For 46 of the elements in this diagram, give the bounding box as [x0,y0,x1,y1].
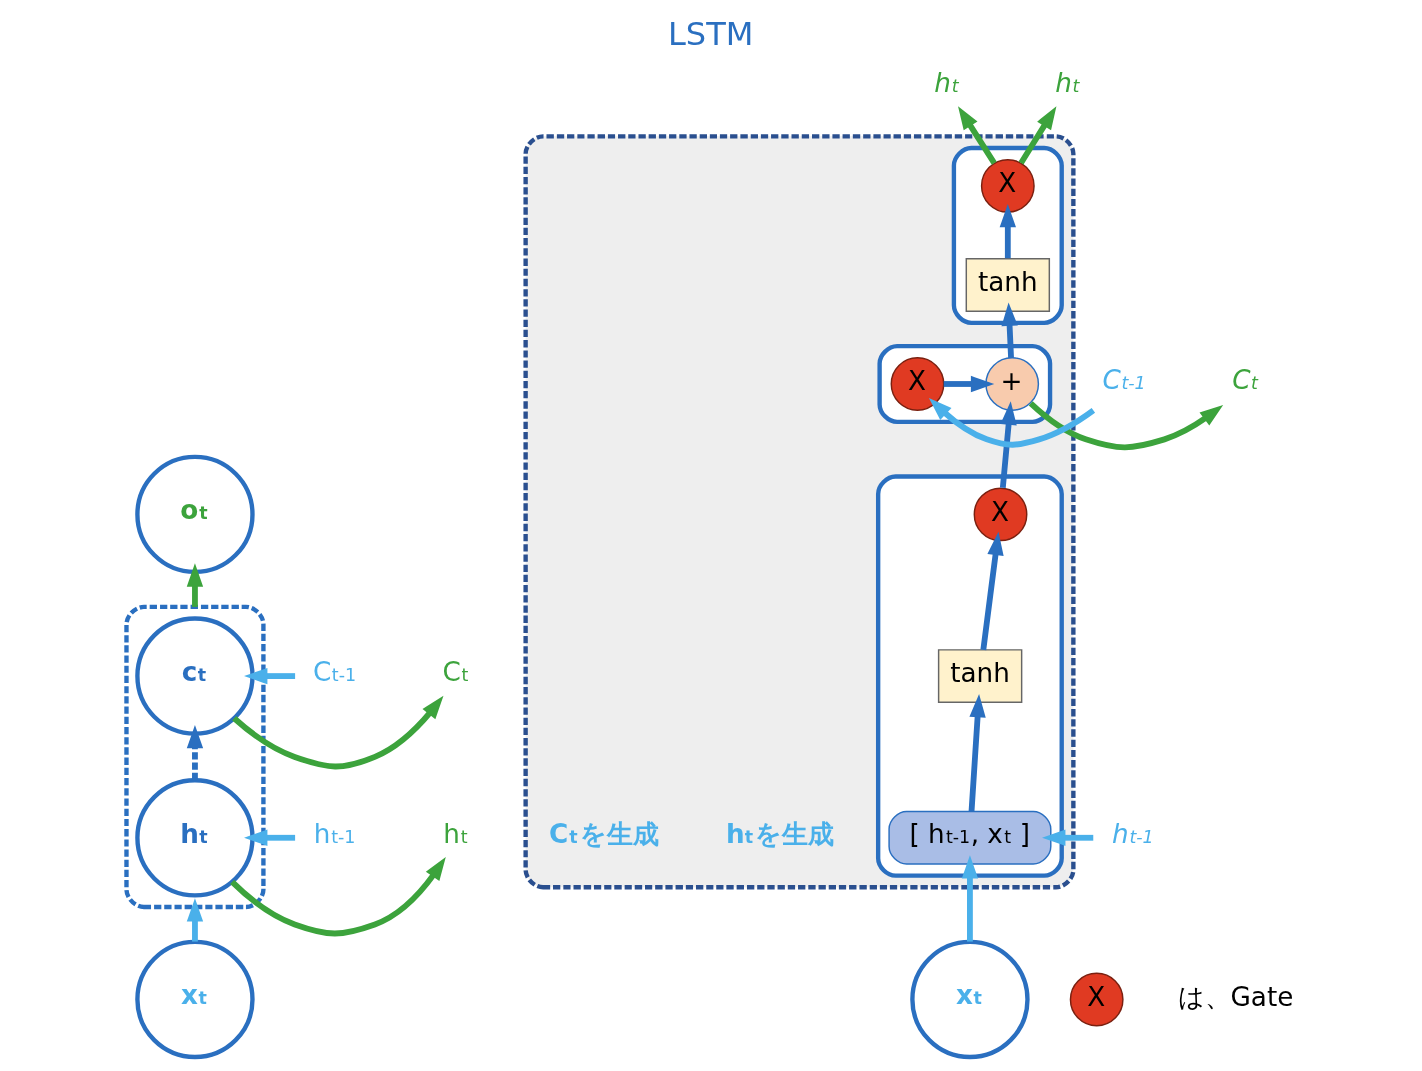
arrow [928,397,1096,448]
node-text: Ct-1 [1102,364,1146,395]
node-circle: X [973,487,1028,542]
node-circle: xt [135,939,255,1060]
node-label: は、Gate [1177,981,1294,1012]
node-circle: xt [910,939,1030,1060]
node-text: Ct [442,657,469,688]
arrow [244,829,296,846]
node-text: Ct-1 [312,657,357,688]
arrow [999,203,1016,259]
arrow [968,693,986,812]
arrow [186,563,204,607]
node-text: ht [1055,67,1080,98]
node-box: tanh [937,649,1023,704]
arrow [186,724,204,780]
node-text: Ct [1232,364,1258,395]
node-circle: + [985,357,1040,411]
arrow [980,531,1004,651]
node-circle: X [890,357,945,411]
node-text: ht-1 [1111,818,1154,849]
node-text: ht [443,818,468,849]
node-circle: ct [135,616,255,736]
cluster [523,134,1076,890]
label: htを生成 [725,818,835,849]
arrow [1018,106,1057,165]
arrow [244,667,296,685]
arrow [232,695,444,770]
arrow [961,855,979,942]
arrow [186,898,204,942]
arrow [230,856,446,937]
node-circle: X [980,158,1035,213]
node-box: [ ht-1, xt ] [888,810,1052,865]
arrow [999,401,1017,488]
node-text: ht-1 [313,818,356,849]
node-circle: ot [135,454,255,575]
arrow [1028,401,1224,451]
arrow [958,106,997,165]
node-box: tanh [965,258,1051,312]
arrow [1042,829,1094,846]
node-circle: ht [135,778,255,898]
diagram-title: LSTM [668,15,754,54]
arrow [943,375,995,393]
arrow [1001,302,1018,358]
node-text: ht [934,67,959,98]
node-circle: X [1069,972,1124,1027]
label: Ctを生成 [548,818,659,849]
